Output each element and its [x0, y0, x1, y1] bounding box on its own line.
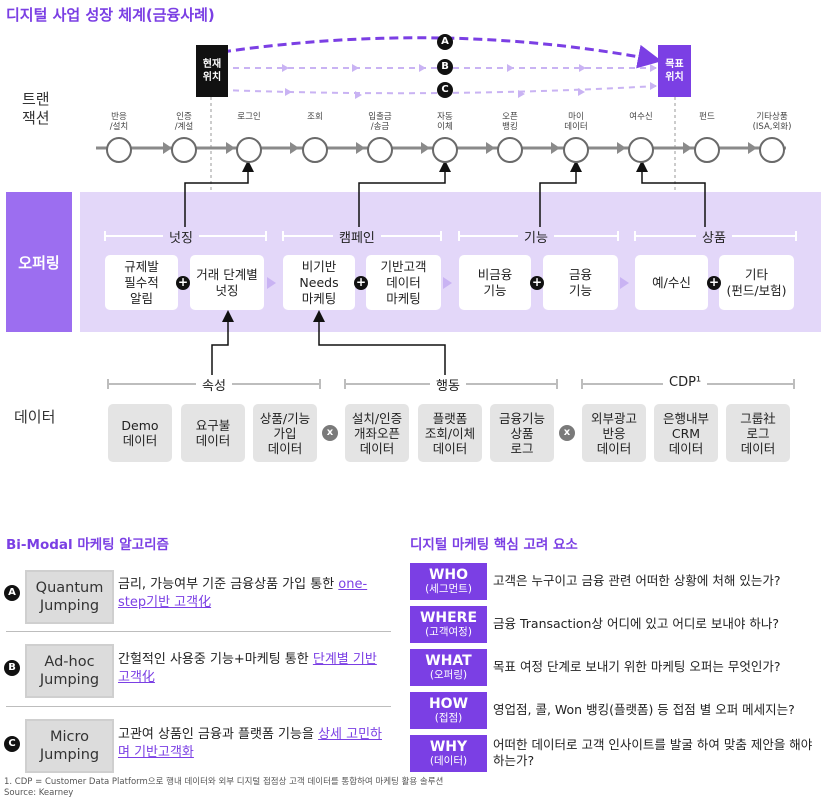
step-node	[628, 137, 654, 163]
step-label: 반응/설치	[109, 112, 129, 132]
current-line1: 현재	[202, 59, 222, 70]
target-position-marker: 목표 위치	[658, 45, 691, 97]
multiply-icon: x	[322, 425, 338, 441]
factor-key-box: WHAT(오퍼링)	[410, 649, 487, 686]
factor-key-box: WHY(데이터)	[410, 735, 487, 772]
offering-category-campaign: 캠페인	[333, 227, 381, 246]
page-title: 디지털 사업 성장 체계(금융사례)	[6, 6, 215, 24]
step-node	[759, 137, 785, 163]
source: Source: Kearney	[4, 788, 74, 798]
row-label-transaction: 트랜 잭션	[22, 90, 50, 128]
row-label-transaction-line1: 트랜	[22, 90, 50, 108]
plus-icon: +	[354, 275, 368, 290]
step-node	[563, 137, 589, 163]
step-node	[432, 137, 458, 163]
divider	[6, 706, 391, 707]
current-position-marker: 현재 위치	[196, 45, 228, 97]
offering-box: 기타(펀드/보험)	[719, 255, 794, 310]
offering-category-nudging: 넛징	[163, 227, 199, 246]
factor-key-box: HOW(접점)	[410, 692, 487, 729]
path-badge-c: C	[437, 82, 453, 98]
data-category-cdp: CDP¹	[663, 375, 708, 390]
offering-category-function: 기능	[518, 227, 554, 246]
plus-icon: +	[176, 275, 190, 290]
algorithm-description: 고관여 상품인 금융과 플랫폼 기능을 상세 고민하며 기반고객화	[118, 727, 382, 760]
factor-description: 금융 Transaction상 어디에 있고 어디로 보내야 하나?	[493, 616, 779, 631]
offering-category-product: 상품	[696, 227, 732, 246]
step-label: 여수신	[629, 112, 653, 122]
bimodal-badge-b: B	[4, 660, 20, 676]
factor-description: 어떠한 데이터로 고객 인사이트를 발굴 하여 맞춤 제안을 해야 하는가?	[493, 737, 813, 768]
plus-icon: +	[530, 275, 544, 290]
footnote: 1. CDP = Customer Data Platform으로 행내 데이터…	[4, 777, 444, 787]
factor-description: 고객은 누구이고 금융 관련 어떠한 상황에 처해 있는가?	[493, 573, 781, 588]
row-label-data: 데이터	[14, 408, 56, 426]
factor-description: 목표 여정 단계로 보내기 위한 마케팅 오퍼는 무엇인가?	[493, 659, 781, 674]
algorithm-highlight: one-step기반 고객化	[118, 577, 368, 610]
step-node	[236, 137, 262, 163]
factors-title: 디지털 마케팅 핵심 고려 요소	[410, 537, 578, 553]
bimodal-title: Bi-Modal 마케팅 알고리즘	[6, 537, 169, 553]
target-line2: 위치	[665, 72, 684, 83]
target-line1: 목표	[665, 59, 684, 70]
step-label: 인증/계설	[174, 112, 194, 132]
step-node	[106, 137, 132, 163]
algorithm-highlight: 상세 고민하며 기반고객화	[118, 727, 382, 760]
step-node	[694, 137, 720, 163]
bimodal-badge-a: A	[4, 585, 20, 601]
data-category-attribute: 속성	[196, 375, 232, 394]
step-node	[171, 137, 197, 163]
step-node	[302, 137, 328, 163]
algorithm-description: 금리, 가능여부 기준 금융상품 가입 통한 one-step기반 고객化	[118, 577, 368, 610]
data-category-behavior: 행동	[430, 375, 466, 394]
factor-key-box: WHERE(고객여정)	[410, 606, 487, 643]
step-label: 입출금/송금	[368, 112, 392, 132]
bimodal-badge-c: C	[4, 736, 20, 752]
algorithm-highlight: 단계별 기반 고객化	[118, 652, 377, 685]
divider	[6, 631, 391, 632]
current-line2: 위치	[202, 72, 222, 83]
step-node	[367, 137, 393, 163]
algorithm-description: 간헐적인 사용중 기능+마케팅 통한 단계별 기반 고객化	[118, 652, 377, 685]
path-badge-b: B	[437, 59, 453, 75]
step-label: 펀드	[699, 112, 715, 122]
path-badge-a: A	[437, 34, 453, 50]
factor-key-box: WHO(세그먼트)	[410, 563, 487, 600]
factor-description: 영업점, 콜, Won 뱅킹(플랫폼) 등 접점 별 오퍼 메세지는?	[493, 702, 795, 717]
offering-box: 예/수신	[635, 255, 708, 310]
step-label: 조회	[307, 112, 323, 122]
row-label-offering: 오퍼링	[6, 192, 72, 332]
multiply-icon: x	[559, 425, 575, 441]
step-label: 로그인	[237, 112, 261, 122]
step-label: 기타상품(ISA,외화)	[752, 112, 792, 132]
row-label-transaction-line2: 잭션	[22, 109, 50, 127]
plus-icon: +	[707, 275, 721, 290]
step-node	[497, 137, 523, 163]
